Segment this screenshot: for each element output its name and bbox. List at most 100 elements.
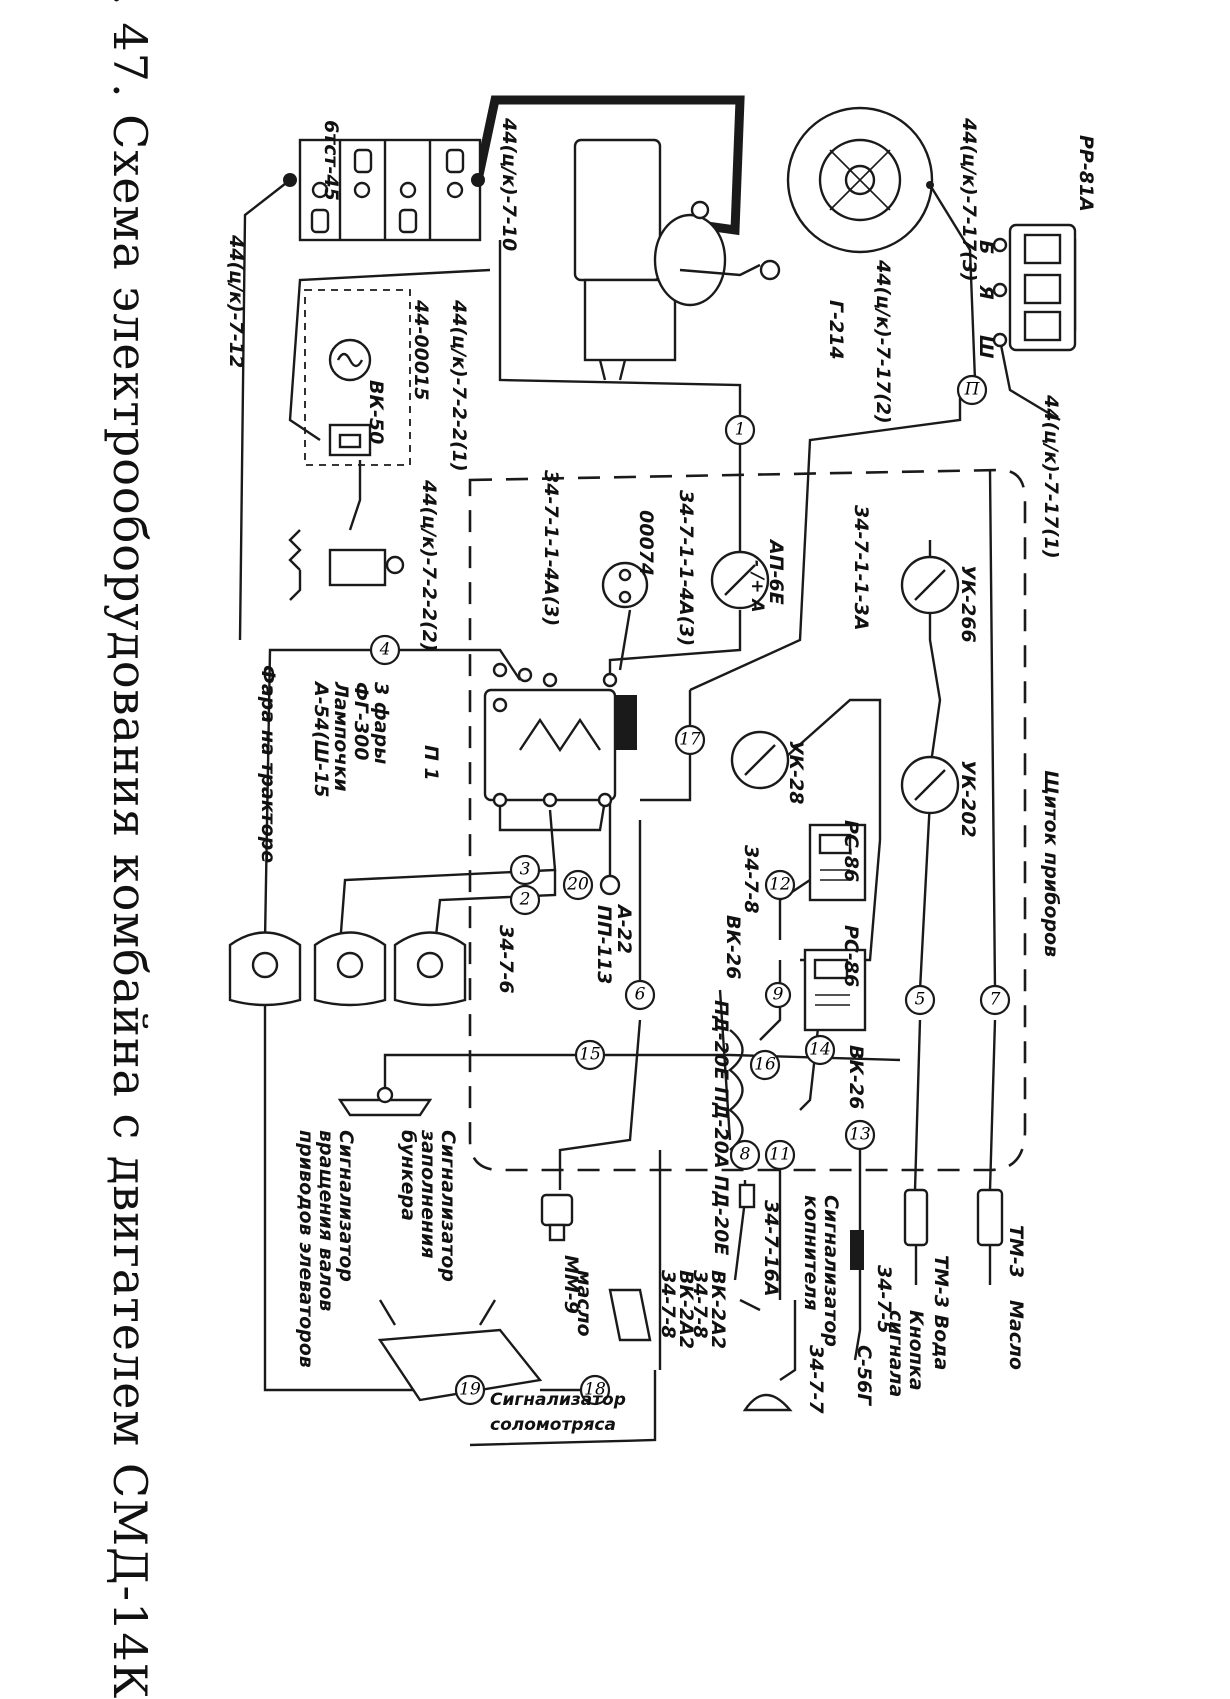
label-wire-348c: 34-7-8 xyxy=(689,1270,711,1339)
label-button-signal: Кнопка xyxy=(905,1310,927,1391)
label-rs86-1: РС-86 xyxy=(840,820,862,882)
label-bk2a2a: ВК-2А2 xyxy=(675,1270,697,1349)
label-terminal-ya: Я xyxy=(975,284,997,300)
node-11: 11 xyxy=(764,1139,796,1171)
node-8: 8 xyxy=(729,1139,761,1171)
uk202-wire xyxy=(918,799,932,991)
headlight-2 xyxy=(393,931,467,1007)
label-wire-heater: 44(ц/к)-7-2-2(1) xyxy=(448,299,470,472)
node4-wire xyxy=(385,648,521,681)
svg-text:8: 8 xyxy=(740,1145,751,1165)
node-3: 3 xyxy=(509,854,541,886)
node-17: 17 xyxy=(674,724,706,756)
node-12: 12 xyxy=(764,869,796,901)
node-7: 7 xyxy=(979,984,1011,1016)
label-signal-straw: Сигнализатор xyxy=(490,1390,626,1410)
label-wire-348: 34-7-8 xyxy=(740,845,762,914)
label-pp113: ПП-113 xyxy=(593,905,615,984)
label-wire-347: 34-7-7 xyxy=(805,1345,827,1414)
label-uk266: УК-266 xyxy=(957,565,979,643)
sensor-tm3-water xyxy=(903,1188,929,1285)
wiring-diagram: 1 4 3 2 20 6 15 17 12 16 14 8 11 13 5 7 … xyxy=(225,95,1097,1447)
fuse-bus xyxy=(718,989,732,1141)
generator xyxy=(786,106,934,254)
label-wire-battery-plus: 44(ц/к)-7-10 xyxy=(498,117,520,251)
fuel-valve xyxy=(288,529,405,601)
oil-temp-wire xyxy=(988,469,997,991)
headlight-radiator xyxy=(228,931,302,1007)
svg-text:1: 1 xyxy=(735,420,746,440)
straw-signaliser xyxy=(377,1299,543,1402)
node-20: 20 xyxy=(562,869,594,901)
label-lamp-a22: А-22 xyxy=(613,903,635,954)
radiator-headlight-wire xyxy=(263,648,385,941)
label-wire-346: 34-7-6 xyxy=(495,925,517,994)
labels: 6тст-45 44(ц/к)-7-10 44(ц/к)-7-12 44(ц/к… xyxy=(225,117,1097,1435)
label-signal-rotation3: приводов элеваторов xyxy=(295,1130,317,1368)
relay-rs86-1 xyxy=(808,823,867,902)
signal-button xyxy=(850,1230,864,1270)
label-c56g: С-56Г xyxy=(853,1345,875,1406)
node-1: 1 xyxy=(724,414,756,446)
battery-ground-wire xyxy=(238,179,291,641)
rr-sh-wire xyxy=(998,339,1061,422)
label-signal-hopper: Сигнализатор xyxy=(437,1130,459,1282)
node-9: 9 xyxy=(764,981,792,1009)
label-wire-348b: 34-7-8 xyxy=(657,1270,679,1339)
heater-switch-wire xyxy=(348,460,362,531)
label-wire-rr-1: 44(ц/к)-7-17(3) xyxy=(958,117,980,282)
main-switch xyxy=(483,662,637,808)
svg-text:П: П xyxy=(964,380,981,400)
label-bk26b: ВК-26 xyxy=(845,1045,867,1109)
relay-rs86-2 xyxy=(803,948,867,1032)
label-signal-straw2: соломотряса xyxy=(490,1415,616,1435)
label-wire-rr-2: 44(ц/к)-7-17(2) xyxy=(872,259,894,424)
svg-text:20: 20 xyxy=(566,875,589,895)
label-wire-battery-minus: 44(ц/к)-7-12 xyxy=(225,234,247,368)
svg-text:14: 14 xyxy=(809,1040,831,1060)
svg-text:17: 17 xyxy=(679,730,701,750)
lamp-a22 xyxy=(599,874,621,896)
label-wire-1a3b: 34-7-1-1-4А(3) xyxy=(540,470,562,626)
svg-text:11: 11 xyxy=(769,1145,791,1165)
label-oil-top: Масло xyxy=(1005,1300,1027,1370)
svg-text:5: 5 xyxy=(915,990,926,1010)
label-signal-stacker: Сигнализатор xyxy=(820,1195,842,1347)
label-battery: 6тст-45 xyxy=(320,120,342,201)
fuse-block xyxy=(728,1029,756,1209)
label-wire-heater2: 44(ц/к)-7-2-2(2) xyxy=(418,479,440,652)
svg-text:13: 13 xyxy=(849,1125,871,1145)
horn-wire xyxy=(779,1300,797,1381)
label-bk2a2b: ВК-2А2 xyxy=(707,1270,729,1349)
rr-b-wire xyxy=(928,184,977,381)
gauge-uk202 xyxy=(900,755,960,815)
label-mm9-oil: масло xyxy=(573,1270,595,1337)
label-ammeter-sign: - /+ А xyxy=(747,560,767,613)
label-bk50: ВК-50 xyxy=(365,380,387,444)
svg-text:6: 6 xyxy=(635,985,646,1005)
svg-text:19: 19 xyxy=(459,1380,481,1400)
starter-cable xyxy=(473,95,745,236)
label-uk28: УК-28 xyxy=(785,740,807,805)
temp-sensor-wire xyxy=(913,1019,922,1191)
headlight2-wire xyxy=(433,870,557,946)
label-fuses: ПД-20Е ПД-20А ПД-20Е xyxy=(710,1000,732,1255)
node-14: 14 xyxy=(804,1034,836,1066)
label-signal-rotation2: вращения валов xyxy=(315,1130,337,1311)
label-radiator-headlight: Фара на тракторе xyxy=(257,665,279,863)
label-lamp-type: А-54(Ш-15 xyxy=(310,680,332,798)
label-wire-1a3: 34-7-1-1-4А(3) xyxy=(675,490,697,646)
horn xyxy=(742,1393,793,1412)
svg-text:12: 12 xyxy=(769,875,791,895)
label-wire-3a: 34-7-1-1-3А xyxy=(850,505,872,631)
starter xyxy=(573,138,781,381)
label-uk202: УК-202 xyxy=(957,760,979,838)
gauge-uk28 xyxy=(730,730,790,790)
label-generator: Г-214 xyxy=(825,300,847,360)
left-bus xyxy=(263,940,420,1392)
label-lamp-0074: 00074 xyxy=(635,510,657,576)
lamp-00074 xyxy=(601,561,649,609)
node-4: 4 xyxy=(369,634,401,666)
stacker-signaliser xyxy=(608,1288,652,1342)
svg-text:7: 7 xyxy=(990,990,1001,1010)
